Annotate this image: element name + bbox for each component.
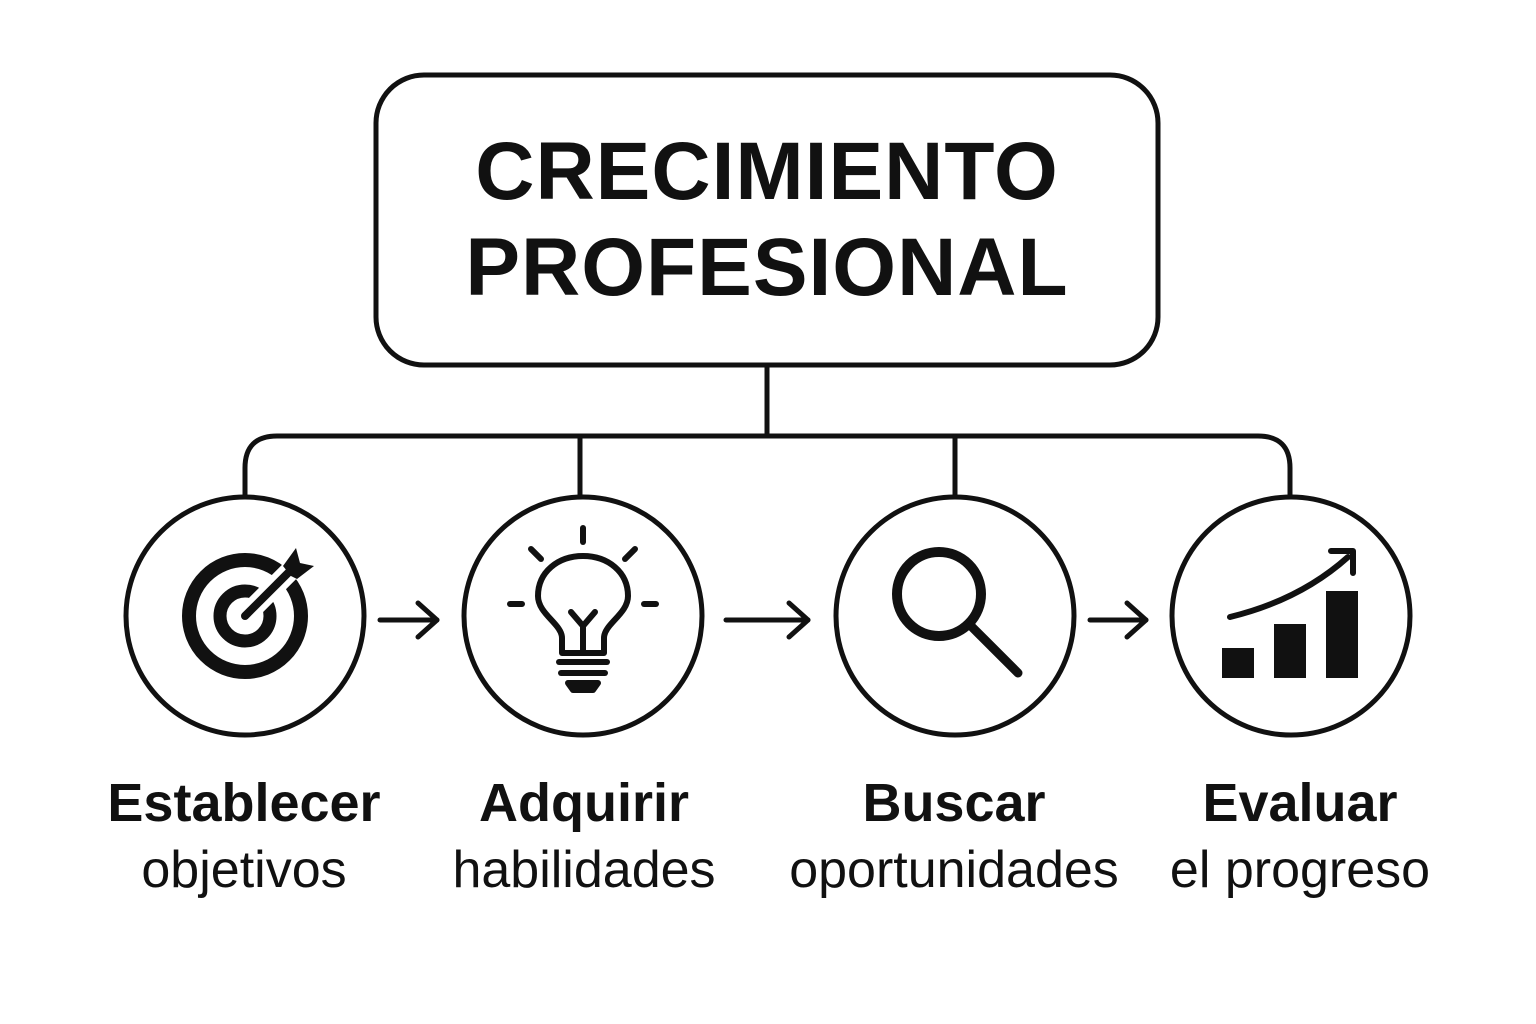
step-label-adquirir: Adquirir habilidades <box>394 770 774 904</box>
connector-tree <box>242 363 1293 500</box>
title-line-2: PROFESIONAL <box>465 222 1069 313</box>
step-label-establecer: Establecer objetivos <box>54 770 434 904</box>
step-label-line2: objetivos <box>141 841 347 899</box>
arrow-right-icon <box>1087 600 1149 640</box>
step-circle-1 <box>123 494 367 738</box>
step-label-line1: Buscar <box>862 773 1046 833</box>
step-label-line1: Evaluar <box>1202 773 1398 833</box>
step-label-line2: habilidades <box>452 841 716 899</box>
step-label-line2: el progreso <box>1169 841 1431 899</box>
step-label-evaluar: Evaluar el progreso <box>1110 770 1490 904</box>
arrow-right-icon <box>377 600 440 640</box>
title-box: CRECIMIENTO PROFESIONAL <box>376 75 1158 365</box>
title-line-1: CRECIMIENTO <box>475 126 1059 217</box>
step-circle-4 <box>1169 494 1413 738</box>
target-icon <box>182 548 314 679</box>
lightbulb-icon <box>507 525 659 693</box>
arrow-right-icon <box>723 600 811 640</box>
step-label-buscar: Buscar oportunidades <box>764 770 1144 904</box>
growth-chart-icon <box>1222 548 1358 678</box>
step-label-line1: Establecer <box>107 773 381 833</box>
step-circle-3 <box>833 494 1077 738</box>
step-label-line1: Adquirir <box>479 773 689 833</box>
step-circle-2 <box>461 494 705 738</box>
step-circles <box>123 494 1413 738</box>
flow-arrows <box>377 600 1149 640</box>
branch-bar <box>242 433 1293 500</box>
step-label-line2: oportunidades <box>789 841 1119 899</box>
magnifier-icon <box>892 547 1023 678</box>
